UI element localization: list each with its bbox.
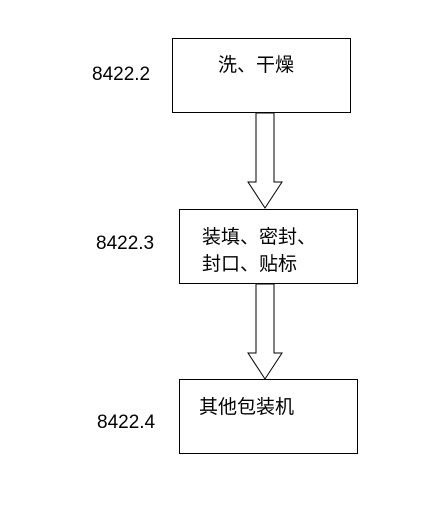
hollow-down-arrow-icon [247,283,283,380]
process-box-label: 洗、干燥 [218,54,295,76]
step-code: 8422.2 [92,64,151,85]
step-code: 8422.4 [97,412,156,433]
process-box-label: 装填、密封、 [202,226,317,248]
hollow-down-arrow-icon [247,112,283,209]
process-box-fill-seal-label: 装填、密封、 封口、贴标 [179,209,358,284]
process-box-other-packaging: 其他包装机 [179,379,358,454]
process-box-label: 其他包装机 [199,396,295,418]
step-code: 8422.3 [96,233,155,254]
process-box-label: 封口、贴标 [202,253,298,275]
process-box-wash-dry: 洗、干燥 [172,38,351,113]
